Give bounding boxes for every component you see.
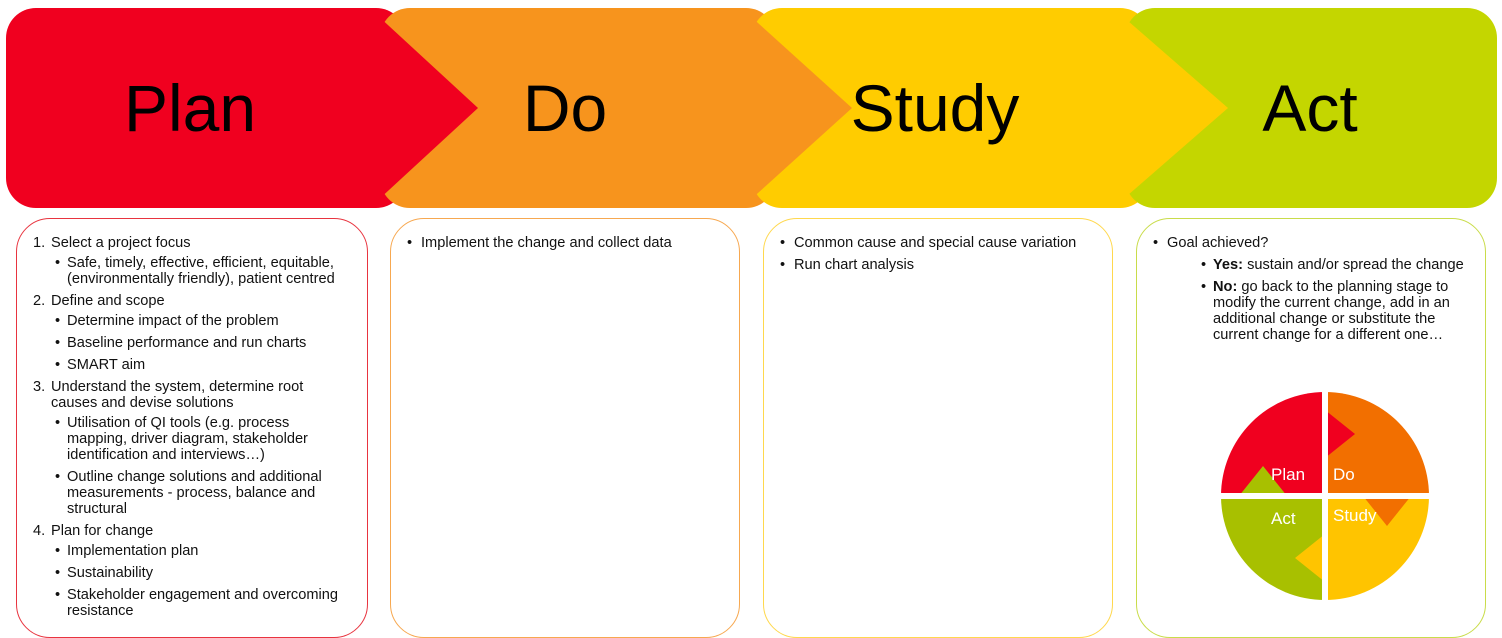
- do-stage-label: Do: [522, 71, 608, 145]
- study-arrow: [1120, 14, 1228, 202]
- cycle-do-quadrant: [1325, 392, 1429, 496]
- cycle-act-arrow: [1239, 466, 1287, 496]
- study-item-2: Run chart analysis: [794, 257, 915, 273]
- plan-item-2: Define and scope: [51, 293, 165, 309]
- cycle-act-quadrant: [1221, 496, 1325, 600]
- plan-item-3-sub-1: Utilisation of QI tools (e.g. process ma…: [67, 415, 308, 463]
- stage-arrows: [376, 14, 1228, 202]
- cycle-do-label: Do: [1333, 465, 1355, 484]
- cycle-act-label: Act: [1271, 509, 1296, 528]
- plan-item-2-sub-1: Determine impact of the problem: [67, 313, 279, 329]
- cycle-plan-quadrant: [1221, 392, 1325, 496]
- cycle-study-quadrant: [1325, 496, 1429, 600]
- study-card: •Common cause and special cause variatio…: [763, 218, 1113, 638]
- cycle-study-label: Study: [1333, 506, 1377, 525]
- act-no-text: go back to the planning stage to modify …: [1213, 279, 1450, 343]
- plan-item-4-sub-2: Sustainability: [67, 565, 153, 581]
- plan-item-4: Plan for change: [51, 523, 154, 539]
- plan-item-3: Understand the system, determine root ca…: [51, 379, 304, 411]
- plan-item-4-sub-3: Stakeholder engagement and overcoming re…: [67, 587, 338, 619]
- study-stage-label: Study: [850, 71, 1020, 145]
- plan-item-1-sub-1: Safe, timely, effective, efficient, equi…: [67, 255, 335, 287]
- plan-arrow: [376, 14, 478, 202]
- act-item-1: Goal achieved?: [1167, 235, 1269, 251]
- plan-stage-label: Plan: [123, 71, 257, 145]
- study-item-1: Common cause and special cause variation: [794, 235, 1077, 251]
- do-item-1: Implement the change and collect data: [421, 235, 672, 251]
- act-stage-label: Act: [1262, 71, 1358, 145]
- plan-item-3-sub-2: Outline change solutions and additional …: [67, 469, 322, 517]
- cycle-plan-arrow: [1325, 410, 1355, 458]
- cycle-plan-label: Plan: [1271, 465, 1305, 484]
- act-no-label: No:: [1213, 279, 1238, 295]
- plan-card: 1.Select a project focus •Safe, timely, …: [16, 218, 368, 638]
- plan-stage-box: [6, 8, 406, 208]
- do-arrow: [748, 14, 852, 202]
- pdsa-cycle-diagram: Plan Do Act Study: [1219, 392, 1431, 600]
- cycle-do-arrow: [1363, 496, 1411, 526]
- plan-item-2-sub-3: SMART aim: [67, 357, 146, 373]
- plan-item-2-sub-2: Baseline performance and run charts: [67, 335, 307, 351]
- cycle-divider-horizontal: [1219, 493, 1431, 499]
- plan-item-1: Select a project focus: [51, 235, 191, 251]
- act-yes-label: Yes:: [1213, 257, 1244, 273]
- do-card: •Implement the change and collect data: [390, 218, 740, 638]
- act-yes-text: sustain and/or spread the change: [1247, 257, 1464, 273]
- plan-item-4-sub-1: Implementation plan: [67, 543, 199, 559]
- cycle-study-arrow: [1295, 534, 1325, 582]
